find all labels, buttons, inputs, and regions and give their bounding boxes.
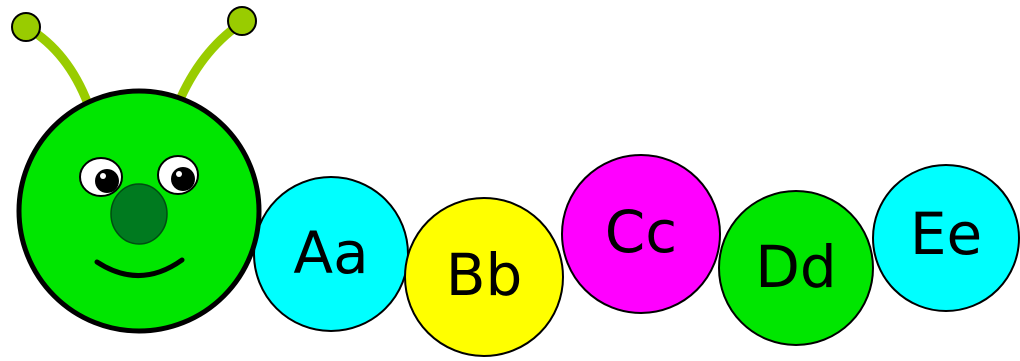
segment-cc-label: Cc	[605, 198, 677, 266]
segment-cc-circle	[561, 154, 721, 314]
right-antenna-stalk	[173, 19, 245, 109]
segment-dd: Dd	[718, 190, 874, 346]
caterpillar-head	[16, 88, 262, 334]
segment-bb: Bb	[404, 197, 564, 357]
left-antenna-stalk	[23, 23, 93, 109]
segment-ee: Ee	[872, 164, 1020, 312]
segment-bb-label: Bb	[446, 241, 523, 309]
right-antenna-tip	[227, 6, 257, 36]
right-eye-pupil	[171, 167, 195, 191]
segment-cc: Cc	[561, 154, 721, 314]
segment-dd-label: Dd	[755, 233, 836, 301]
segment-aa: Aa	[253, 176, 409, 332]
antennae	[11, 6, 257, 109]
nose	[110, 183, 168, 245]
segment-dd-circle	[718, 190, 874, 346]
left-eye-shine	[100, 173, 106, 179]
right-eye	[157, 155, 199, 195]
segment-ee-circle	[872, 164, 1020, 312]
left-eye	[79, 157, 123, 197]
body-segments: Aa Bb Cc Dd Ee	[253, 154, 1020, 357]
left-eye-pupil	[95, 169, 119, 193]
segment-aa-label: Aa	[293, 219, 368, 287]
segment-ee-label: Ee	[910, 200, 982, 268]
right-eye-shine	[176, 171, 182, 177]
segment-bb-circle	[404, 197, 564, 357]
smile	[94, 257, 185, 278]
left-antenna-tip	[11, 12, 41, 42]
